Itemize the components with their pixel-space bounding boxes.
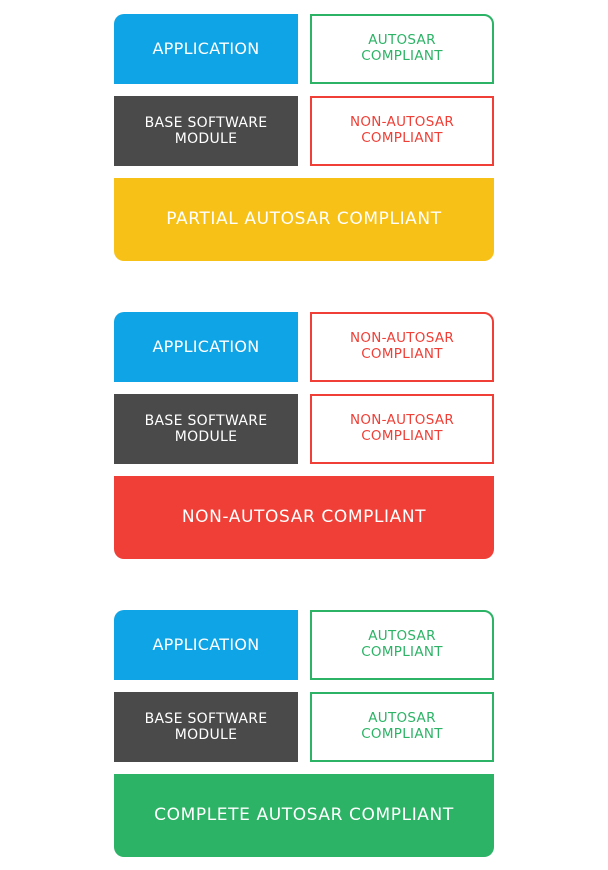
application-status-label: NON-AUTOSAR COMPLIANT: [349, 330, 455, 362]
application-block: APPLICATION: [114, 312, 298, 382]
application-status-label: AUTOSAR COMPLIANT: [361, 628, 443, 660]
base-software-block: BASE SOFTWARE MODULE: [114, 394, 298, 464]
base-software-label: BASE SOFTWARE MODULE: [144, 114, 268, 147]
application-status-box: NON-AUTOSAR COMPLIANT: [310, 312, 494, 382]
base-software-status-box: AUTOSAR COMPLIANT: [310, 692, 494, 762]
base-software-status-box: NON-AUTOSAR COMPLIANT: [310, 96, 494, 166]
complete-compliance-banner: COMPLETE AUTOSAR COMPLIANT: [114, 774, 494, 857]
partial-compliance-banner: PARTIAL AUTOSAR COMPLIANT: [114, 178, 494, 261]
application-status-box: AUTOSAR COMPLIANT: [310, 14, 494, 84]
non-compliance-banner: NON-AUTOSAR COMPLIANT: [114, 476, 494, 559]
non-compliance-group: APPLICATION NON-AUTOSAR COMPLIANT BASE S…: [114, 312, 494, 559]
banner-label: NON-AUTOSAR COMPLIANT: [181, 506, 427, 527]
base-software-status-box: NON-AUTOSAR COMPLIANT: [310, 394, 494, 464]
application-label: APPLICATION: [152, 634, 260, 654]
application-status-box: AUTOSAR COMPLIANT: [310, 610, 494, 680]
application-block: APPLICATION: [114, 610, 298, 680]
complete-compliance-group: APPLICATION AUTOSAR COMPLIANT BASE SOFTW…: [114, 610, 494, 857]
banner-label: COMPLETE AUTOSAR COMPLIANT: [154, 804, 454, 825]
base-software-block: BASE SOFTWARE MODULE: [114, 96, 298, 166]
base-software-status-label: NON-AUTOSAR COMPLIANT: [349, 114, 455, 146]
application-label: APPLICATION: [152, 336, 260, 356]
banner-label: PARTIAL AUTOSAR COMPLIANT: [166, 208, 442, 229]
base-software-status-label: NON-AUTOSAR COMPLIANT: [349, 412, 455, 444]
application-label: APPLICATION: [152, 38, 260, 58]
base-software-label: BASE SOFTWARE MODULE: [144, 412, 268, 445]
application-status-label: AUTOSAR COMPLIANT: [361, 32, 443, 64]
application-block: APPLICATION: [114, 14, 298, 84]
partial-compliance-group: APPLICATION AUTOSAR COMPLIANT BASE SOFTW…: [114, 14, 494, 261]
base-software-status-label: AUTOSAR COMPLIANT: [361, 710, 443, 742]
base-software-block: BASE SOFTWARE MODULE: [114, 692, 298, 762]
base-software-label: BASE SOFTWARE MODULE: [144, 710, 268, 743]
